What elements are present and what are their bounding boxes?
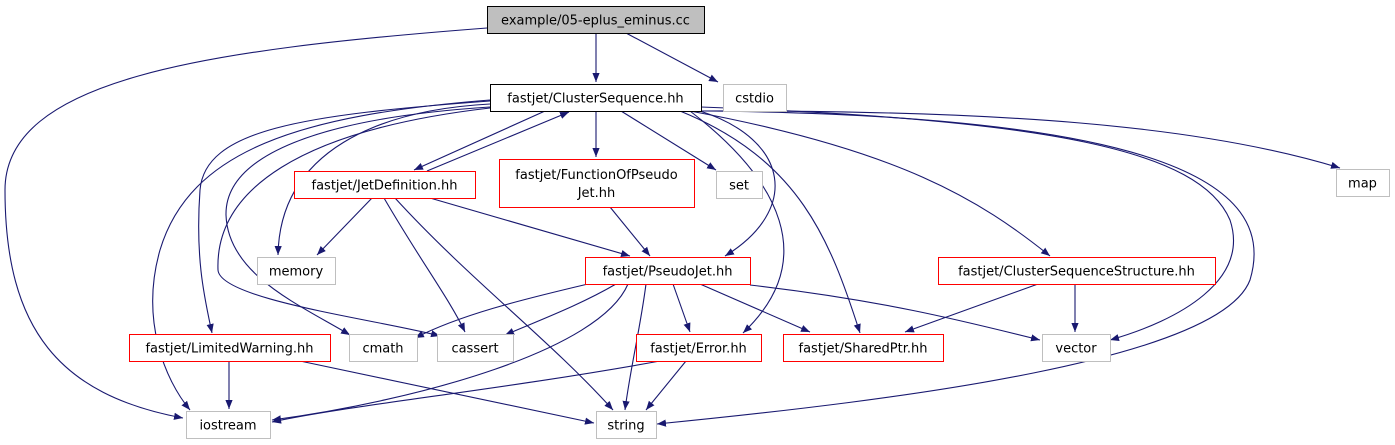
node-css[interactable]: fastjet/ClusterSequenceStructure.hh — [938, 257, 1216, 285]
node-pj[interactable]: fastjet/PseudoJet.hh — [585, 257, 751, 285]
edge-cs-to-vector — [700, 106, 1234, 341]
node-label-memory: memory — [269, 265, 324, 280]
node-vector: vector — [1042, 334, 1111, 362]
node-cmath: cmath — [349, 334, 418, 362]
edge-cs-to-string — [656, 110, 1255, 427]
node-box-cmath — [349, 334, 418, 362]
node-box-iostream — [186, 411, 271, 439]
edge-pj-to-err — [672, 283, 691, 333]
node-label-cassert: cassert — [451, 342, 498, 357]
node-label-vector: vector — [1055, 342, 1097, 357]
node-box-jetdef — [294, 171, 476, 199]
edge-pj-to-sp — [699, 283, 811, 333]
node-label-map: map — [1348, 177, 1377, 192]
edge-cs-to-cassert — [217, 107, 491, 338]
edge-pj-to-cmath — [414, 283, 589, 339]
edge-jetdef-to-cassert — [383, 197, 466, 333]
edge-cs-to-sp — [679, 110, 861, 334]
node-lw[interactable]: fastjet/LimitedWarning.hh — [129, 334, 331, 362]
edge-root-to-iostream — [4, 27, 488, 420]
edge-err-to-iostream — [271, 360, 661, 424]
node-label-string: string — [607, 419, 644, 434]
node-jetdef[interactable]: fastjet/JetDefinition.hh — [294, 171, 476, 199]
node-label-fopj: fastjet/FunctionOfPseudo — [515, 168, 677, 183]
node-box-root — [487, 6, 705, 34]
node-label-cmath: cmath — [362, 342, 403, 357]
node-label-sp: fastjet/SharedPtr.hh — [799, 342, 928, 357]
edge-fopj-to-pj — [609, 206, 651, 257]
edge-cs-to-cmath — [225, 106, 491, 336]
edges-layer — [4, 27, 1341, 427]
node-box-vector — [1042, 334, 1111, 362]
node-label-cs: fastjet/ClusterSequence.hh — [507, 92, 683, 107]
edge-pj-to-string — [622, 283, 647, 411]
node-string: string — [596, 411, 657, 439]
node-cstdio: cstdio — [723, 84, 787, 112]
node-root: example/05-eplus_eminus.cc — [487, 6, 705, 34]
node-label-lw: fastjet/LimitedWarning.hh — [145, 342, 313, 357]
node-box-err — [636, 334, 762, 362]
node-label-pj: fastjet/PseudoJet.hh — [603, 265, 733, 280]
node-box-memory — [257, 257, 336, 285]
edge-jetdef-to-string — [394, 197, 614, 411]
node-box-cstdio — [723, 84, 787, 112]
node-label-root: example/05-eplus_eminus.cc — [501, 14, 690, 29]
node-box-string — [596, 411, 657, 439]
node-box-lw — [129, 334, 331, 362]
node-box-css — [938, 257, 1216, 285]
node-label-err: fastjet/Error.hh — [650, 342, 747, 357]
node-label-fopj: Jet.hh — [577, 186, 616, 201]
node-set: set — [716, 171, 763, 199]
edge-jetdef-to-memory — [316, 197, 373, 256]
node-label-cstdio: cstdio — [735, 92, 774, 107]
node-memory: memory — [257, 257, 336, 285]
node-iostream: iostream — [186, 411, 271, 439]
edge-cs-to-jetdef — [413, 110, 546, 171]
edge-pj-to-cassert — [504, 283, 617, 336]
edge-jetdef-to-cs — [426, 111, 570, 172]
edge-css-to-sp — [904, 283, 1039, 333]
node-box-fopj — [499, 159, 695, 208]
node-label-set: set — [729, 179, 749, 194]
edge-root-to-cstdio — [625, 32, 719, 83]
node-box-cassert — [437, 334, 514, 362]
node-err[interactable]: fastjet/Error.hh — [636, 334, 762, 362]
edge-cs-to-css — [689, 110, 1051, 257]
edge-cs-to-lw — [198, 100, 491, 334]
edge-cs-to-pj — [699, 110, 776, 257]
edge-err-to-string — [645, 360, 687, 411]
edge-pj-to-iostream — [271, 283, 629, 423]
node-box-pj — [585, 257, 751, 285]
edge-cs-to-memory — [274, 103, 491, 256]
node-map: map — [1336, 169, 1390, 197]
edge-lw-to-string — [299, 360, 595, 425]
edge-jetdef-to-pj — [429, 197, 631, 257]
nodes-layer: example/05-eplus_eminus.cc fastjet/Cluste… — [129, 6, 1390, 439]
node-cassert: cassert — [437, 334, 514, 362]
node-label-iostream: iostream — [199, 419, 256, 434]
edge-cs-to-map — [700, 110, 1341, 169]
edge-cs-to-set — [620, 110, 717, 171]
node-cs[interactable]: fastjet/ClusterSequence.hh — [490, 84, 702, 112]
node-sp[interactable]: fastjet/SharedPtr.hh — [783, 334, 944, 362]
node-box-set — [716, 171, 763, 199]
node-label-jetdef: fastjet/JetDefinition.hh — [312, 179, 458, 194]
node-label-css: fastjet/ClusterSequenceStructure.hh — [958, 265, 1195, 280]
edge-cs-to-err — [689, 110, 785, 334]
node-box-map — [1336, 169, 1390, 197]
edge-pj-to-vector — [749, 284, 1041, 342]
node-box-cs — [490, 84, 702, 112]
node-box-sp — [783, 334, 944, 362]
